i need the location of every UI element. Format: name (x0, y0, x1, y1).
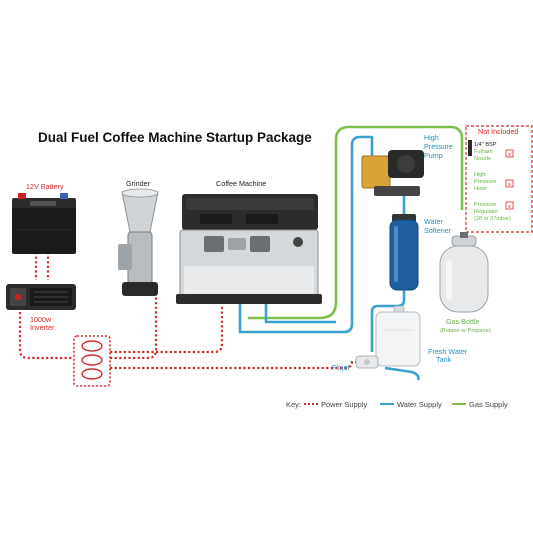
gas-bottle-icon (439, 232, 489, 313)
power-line-strip-to-machine (110, 306, 224, 354)
softener-label-2: Softener (424, 226, 452, 235)
water-softener-icon (389, 214, 419, 291)
pump-label-2: Pressure (424, 142, 453, 151)
coffee-machine-label: Coffee Machine (216, 179, 266, 188)
regulator-x-mark: x (508, 204, 511, 210)
regulator-label-1: Pressure (474, 202, 496, 208)
water-supply-lines (238, 135, 420, 381)
legend-power-label: Power Supply (321, 400, 368, 409)
inverter-label-1: 1000w (30, 315, 52, 324)
power-strip-icon (73, 335, 111, 387)
battery-label: 12V Battery (26, 182, 64, 191)
nozzle-label-1: 1/4" BSP (474, 142, 497, 148)
hose-label-1: High (474, 172, 486, 178)
gas-bottle-label-2: (Butane or Propane) (440, 328, 491, 334)
inverter-label-2: Inverter (30, 323, 55, 332)
water-tank-label-1: Fresh Water (428, 347, 468, 356)
not-included-panel (465, 125, 533, 233)
nozzle-label-2: Fulham (474, 149, 493, 155)
pump-icon (361, 150, 424, 196)
water-line-softener-to-tank (370, 290, 406, 352)
coffee-machine-icon (176, 194, 322, 304)
regulator-x-box (505, 201, 514, 210)
gas-bottle-label-1: Gas Bottle (446, 317, 480, 326)
hose-label-2: Pressure (474, 179, 496, 185)
gas-line-machine-to-regulator (248, 125, 464, 320)
power-line-inverter-to-strip (18, 312, 72, 360)
not-included-heading: Not Included (478, 127, 518, 136)
nozzle-x-mark: x (508, 152, 511, 158)
inverter-icon (6, 284, 76, 310)
hose-x-mark: x (508, 182, 511, 188)
water-tank-label-2: Tank (436, 355, 452, 364)
regulator-label-2: Regulator (474, 209, 498, 215)
legend-key-label: Key: (286, 400, 301, 409)
water-line-machine-to-pump-2 (264, 298, 336, 324)
battery-icon (12, 193, 76, 254)
diagram-title: Dual Fuel Coffee Machine Startup Package (38, 130, 312, 145)
softener-label-1: Water (424, 217, 444, 226)
pump-label-3: Pump (424, 151, 443, 160)
flojet-label: Flojet (332, 363, 350, 372)
water-line-tank-to-flojet (384, 366, 420, 381)
legend: Key: Power Supply Water Supply Gas Suppl… (286, 400, 508, 409)
water-tank-icon (375, 305, 421, 367)
power-line-strip-to-grinder (110, 292, 158, 360)
hose-x-box (505, 179, 514, 188)
gas-supply-lines (248, 125, 464, 320)
regulator-label-3: (28 or 37mbar) (474, 216, 511, 222)
pump-label-1: High (424, 133, 439, 142)
hose-label-3: Hose (474, 186, 487, 192)
nozzle-x-box (505, 149, 514, 158)
grinder-label: Grinder (126, 179, 151, 188)
water-line-machine-to-pump (238, 135, 374, 334)
power-line-strip-to-flojet (110, 360, 356, 370)
flojet-icon (355, 355, 379, 369)
legend-gas-label: Gas Supply (469, 400, 508, 409)
legend-water-label: Water Supply (397, 400, 442, 409)
grinder-icon (118, 188, 159, 296)
nozzle-label-3: Nozzle (474, 156, 491, 162)
